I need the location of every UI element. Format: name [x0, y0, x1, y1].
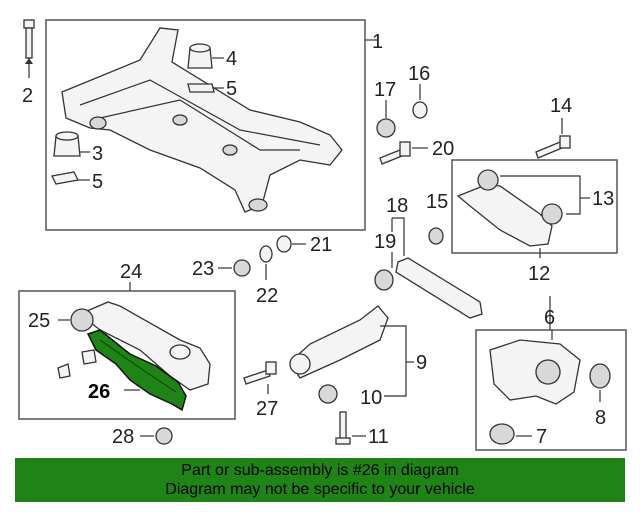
bushing-8[interactable] — [589, 363, 611, 402]
nut-28[interactable] — [140, 427, 173, 445]
callout-13: 13 — [592, 188, 614, 210]
callout-7: 7 — [536, 426, 547, 448]
callout-2: 2 — [22, 85, 33, 107]
washer-21[interactable] — [276, 235, 306, 253]
trailing-arm-9[interactable] — [289, 305, 414, 397]
bushing-17[interactable] — [376, 100, 396, 138]
bushing-7[interactable] — [489, 423, 532, 445]
callout-20: 20 — [432, 138, 454, 160]
banner-line-2: Diagram may not be specific to your vehi… — [165, 481, 475, 498]
washer-5-lower[interactable] — [51, 171, 90, 185]
bracket-small[interactable] — [57, 349, 97, 379]
callout-26: 26 — [88, 381, 110, 403]
banner-line-1: Part or sub-assembly is #26 in diagram — [181, 462, 459, 479]
bushing-25[interactable] — [58, 308, 94, 332]
upper-arm-12[interactable] — [456, 169, 590, 247]
lower-arm-24[interactable] — [78, 301, 211, 391]
callout-5-upper: 5 — [226, 78, 237, 100]
callout-19: 19 — [374, 231, 396, 253]
box-upper-arm — [451, 159, 618, 254]
bushing-4[interactable] — [187, 43, 224, 69]
crossmember[interactable] — [61, 27, 343, 213]
highlighted-part-26[interactable] — [86, 329, 187, 412]
callout-22: 22 — [256, 285, 278, 307]
callout-15: 15 — [426, 191, 448, 213]
callout-17: 17 — [374, 79, 396, 101]
callout-28: 28 — [112, 426, 134, 448]
bolt-27[interactable] — [243, 361, 277, 394]
bolt-14[interactable] — [535, 118, 571, 159]
callout-11: 11 — [368, 426, 389, 448]
washer-15[interactable] — [428, 227, 444, 245]
knuckle-6[interactable] — [489, 330, 581, 405]
callout-21: 21 — [310, 234, 332, 256]
bushing-3[interactable] — [53, 131, 90, 157]
callout-5-lower: 5 — [92, 171, 103, 193]
callout-18: 18 — [386, 195, 408, 217]
bushing-23[interactable] — [218, 259, 251, 277]
callout-16: 16 — [408, 63, 430, 85]
callout-14: 14 — [550, 95, 572, 117]
callout-4: 4 — [226, 48, 237, 70]
bolt-20[interactable] — [379, 141, 428, 165]
bushing-19[interactable] — [374, 252, 394, 291]
box-crossmember — [45, 19, 366, 231]
washer-16[interactable] — [412, 84, 428, 119]
callout-6: 6 — [544, 307, 555, 329]
box-lower-arm — [18, 290, 236, 420]
callout-3: 3 — [92, 143, 103, 165]
callout-8: 8 — [595, 407, 606, 429]
lateral-link-18[interactable] — [391, 217, 483, 319]
washer-5-upper[interactable] — [187, 83, 224, 93]
bolt-11[interactable] — [335, 411, 366, 445]
callout-24: 24 — [120, 261, 142, 283]
bolt-2[interactable] — [23, 19, 35, 78]
parts-diagram: 1 2 3 4 5 5 6 7 8 9 10 11 12 13 14 15 16… — [18, 19, 627, 451]
callout-27: 27 — [256, 398, 278, 420]
callout-1: 1 — [372, 31, 383, 53]
callout-10: 10 — [360, 387, 382, 409]
callout-9: 9 — [416, 352, 427, 374]
info-banner: Part or sub-assembly is #26 in diagram D… — [15, 458, 625, 502]
box-knuckle — [475, 329, 627, 451]
callout-25: 25 — [28, 310, 50, 332]
callout-23: 23 — [192, 258, 214, 280]
washer-22[interactable] — [259, 245, 273, 280]
callout-12: 12 — [528, 263, 550, 285]
bushing-10[interactable] — [318, 384, 338, 404]
